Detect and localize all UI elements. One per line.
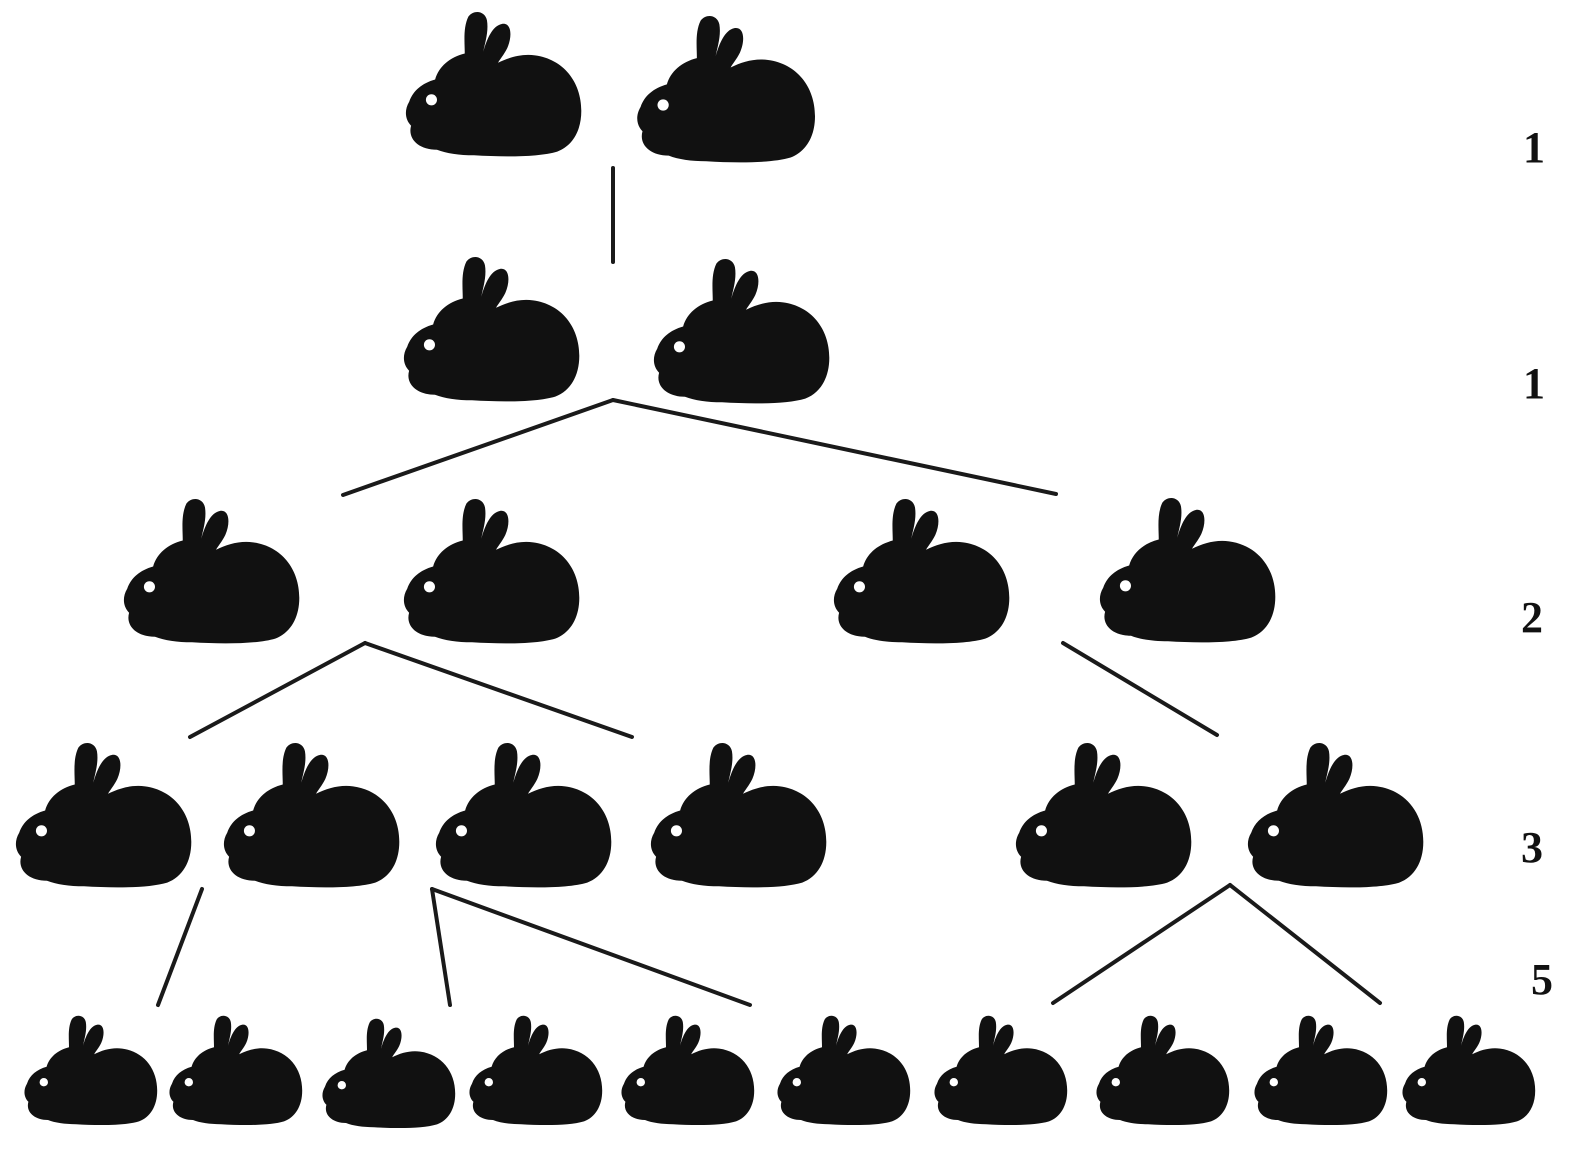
family-lines xyxy=(156,166,1382,1007)
rabbit-icon xyxy=(405,11,582,157)
rabbit-icon xyxy=(322,1018,456,1129)
family-line xyxy=(156,887,204,1007)
rabbit-icon xyxy=(1096,1015,1230,1126)
generation-5-count: 5 xyxy=(1531,955,1553,1004)
family-line xyxy=(1051,883,1232,1005)
generation-3-count: 2 xyxy=(1521,593,1543,642)
rabbit-icon xyxy=(650,742,827,888)
family-line xyxy=(1228,883,1382,1005)
generation-1-count: 1 xyxy=(1523,123,1545,172)
rabbit-icon xyxy=(653,258,830,404)
rabbit-icon xyxy=(1247,742,1424,888)
rabbit-icon xyxy=(833,498,1010,644)
rabbit-icon xyxy=(777,1015,911,1126)
rabbit-icon xyxy=(934,1015,1068,1126)
family-line xyxy=(611,398,1058,496)
rabbit-icon xyxy=(169,1015,303,1126)
generation-2-count: 1 xyxy=(1523,359,1545,408)
family-line xyxy=(430,887,752,1007)
rabbit-icon xyxy=(1254,1015,1388,1126)
rabbit-icon xyxy=(123,498,300,644)
family-line xyxy=(430,887,452,1007)
rabbit-icon xyxy=(15,742,192,888)
rabbit-icon xyxy=(403,498,580,644)
rabbit-icon xyxy=(637,15,815,163)
family-line xyxy=(363,641,634,739)
rabbit-icon xyxy=(223,742,400,888)
family-line xyxy=(188,641,367,739)
rabbit-icon xyxy=(24,1015,158,1126)
rabbit-icon xyxy=(1099,497,1276,643)
rabbit-icon xyxy=(469,1015,603,1126)
generation-4-count: 3 xyxy=(1521,823,1543,872)
family-line xyxy=(1061,641,1219,737)
rabbits xyxy=(15,11,1536,1129)
family-line xyxy=(341,398,615,497)
rabbit-icon xyxy=(621,1015,755,1126)
rabbit-icon xyxy=(435,742,612,888)
rabbit-icon xyxy=(1402,1015,1536,1126)
rabbit-icon xyxy=(1015,742,1192,888)
rabbit-icon xyxy=(403,256,580,402)
